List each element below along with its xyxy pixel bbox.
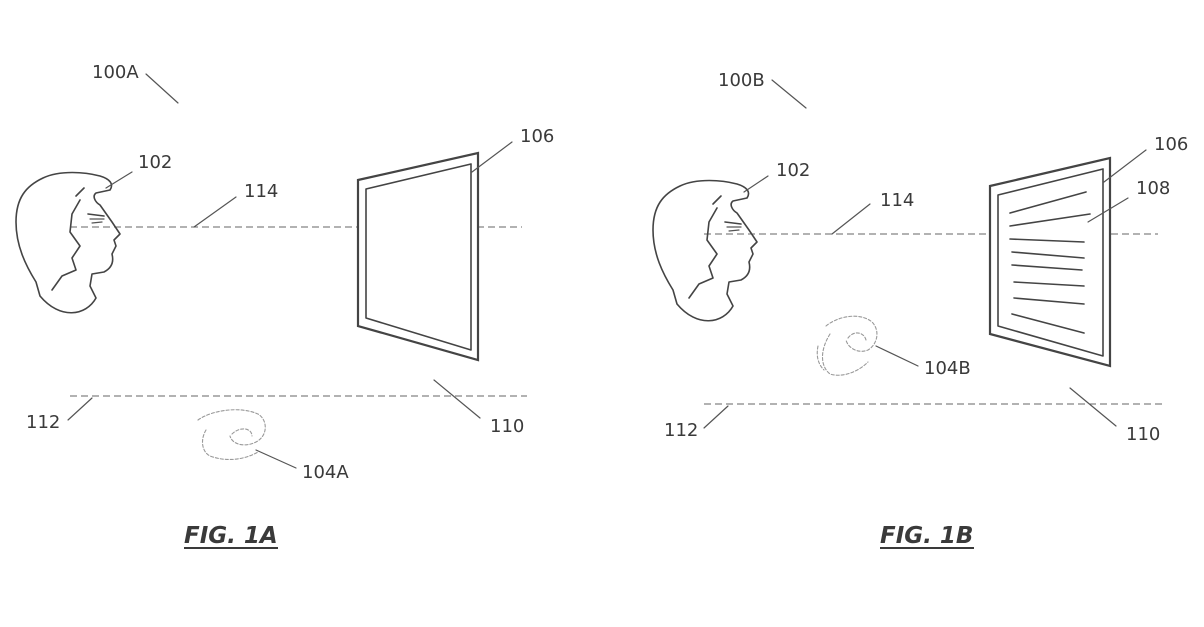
leader-110a bbox=[433, 379, 481, 419]
label-hand-104a: 104A bbox=[302, 462, 349, 483]
label-plane-110a: 110 bbox=[490, 416, 524, 437]
hand-icon-104b bbox=[816, 315, 878, 376]
user-head-icon-b bbox=[652, 179, 758, 322]
label-gaze-114a: 114 bbox=[244, 181, 278, 202]
user-head-icon bbox=[15, 171, 121, 314]
label-system-100a: 100A bbox=[92, 62, 139, 83]
label-user-102b: 102 bbox=[776, 160, 810, 181]
display-panel-106 bbox=[356, 151, 480, 362]
leader-106a bbox=[471, 141, 513, 173]
figure-1b: 100B 102 114 106 108 104B 112 110 FIG. 1… bbox=[652, 70, 1188, 549]
label-system-100b: 100B bbox=[718, 70, 765, 91]
label-plane-110b: 110 bbox=[1126, 424, 1160, 445]
leader-102b bbox=[743, 175, 769, 193]
label-display-106a: 106 bbox=[520, 126, 554, 147]
leader-104a bbox=[255, 449, 297, 469]
leader-100a bbox=[145, 73, 179, 104]
leader-112b bbox=[703, 405, 729, 429]
label-plane-112a: 112 bbox=[26, 412, 60, 433]
leader-108b bbox=[1087, 197, 1129, 223]
label-plane-112b: 112 bbox=[664, 420, 698, 441]
label-display-106b: 106 bbox=[1154, 134, 1188, 155]
display-content-lines-108 bbox=[1009, 191, 1091, 334]
leader-104b bbox=[875, 345, 919, 367]
leader-110b bbox=[1069, 387, 1117, 427]
leader-100b bbox=[771, 79, 807, 109]
leader-106b bbox=[1103, 149, 1147, 183]
leader-114b bbox=[831, 203, 871, 235]
leader-102a bbox=[105, 171, 133, 189]
label-content-108: 108 bbox=[1136, 178, 1170, 199]
display-panel-106b bbox=[988, 156, 1112, 368]
caption-fig-1b: FIG. 1B bbox=[880, 523, 973, 549]
figure-1a: 100A 102 114 106 112 110 104A FIG. 1A bbox=[15, 62, 554, 549]
leader-114a bbox=[193, 196, 237, 228]
label-hand-104b: 104B bbox=[924, 358, 971, 379]
leader-112a bbox=[67, 397, 93, 421]
caption-fig-1a: FIG. 1A bbox=[184, 523, 278, 549]
hand-icon-104a bbox=[197, 409, 266, 461]
label-gaze-114b: 114 bbox=[880, 190, 914, 211]
label-user-102a: 102 bbox=[138, 152, 172, 173]
